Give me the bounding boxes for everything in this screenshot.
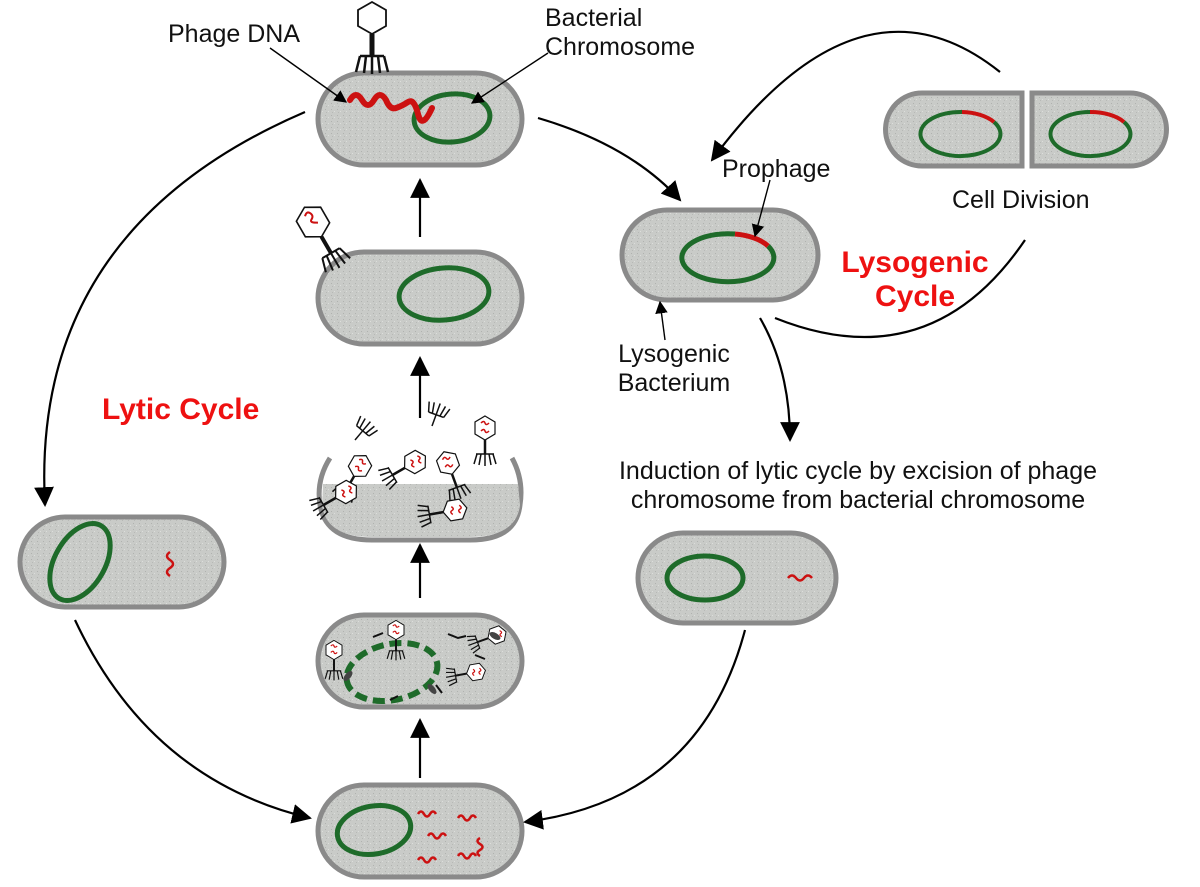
cell-infected-top: [315, 70, 525, 168]
cell-replication: [315, 782, 525, 880]
bacterial-chromosome-ring: [411, 91, 493, 145]
phage-attached-top: [354, 0, 390, 74]
bacterial-chromosome-line2: Chromosome: [545, 33, 696, 61]
lysogenic-bacterium-label: Lysogenic Bacterium: [594, 340, 754, 398]
cell-induced: [635, 530, 839, 626]
induction-label: Induction of lytic cycle by excision of …: [578, 457, 1138, 515]
induction-line2: chromosome from bacterial chromosome: [630, 486, 1086, 514]
cell-lysogenic: [619, 207, 821, 303]
cell-dna-injected: [17, 514, 227, 610]
cell-attachment: [315, 249, 525, 347]
phage-attaching: [295, 206, 351, 273]
cell-lysis-release: [306, 401, 524, 543]
cell-division-right: [1029, 90, 1169, 169]
induction-line1: Induction of lytic cycle by excision of …: [618, 457, 1098, 485]
prophage-segment: [734, 231, 770, 248]
lysogenic-cycle-line1: Lysogenic: [841, 246, 989, 279]
cell-division-left: [883, 90, 1025, 169]
cell-assembly: [315, 612, 525, 710]
lysogenic-bacterium-line1: Lysogenic: [618, 340, 730, 368]
phage-dna-label: Phage DNA: [168, 20, 301, 48]
cycle-arrows: [34, 30, 1026, 830]
lysogenic-bacterium-line2: Bacterium: [617, 369, 731, 397]
phage-dna-strand: [347, 92, 435, 124]
label-pointers: [269, 47, 771, 341]
lysogenic-cycle-title: Lysogenic Cycle: [820, 246, 1010, 314]
bacterial-chromosome-label: Bacterial Chromosome: [545, 4, 695, 62]
lysogenic-cycle-line2: Cycle: [874, 280, 956, 313]
bacterial-chromosome-line1: Bacterial: [545, 4, 643, 32]
prophage-label: Prophage: [722, 155, 831, 183]
cell-division-label: Cell Division: [952, 186, 1090, 214]
lytic-cycle-title: Lytic Cycle: [102, 393, 260, 426]
